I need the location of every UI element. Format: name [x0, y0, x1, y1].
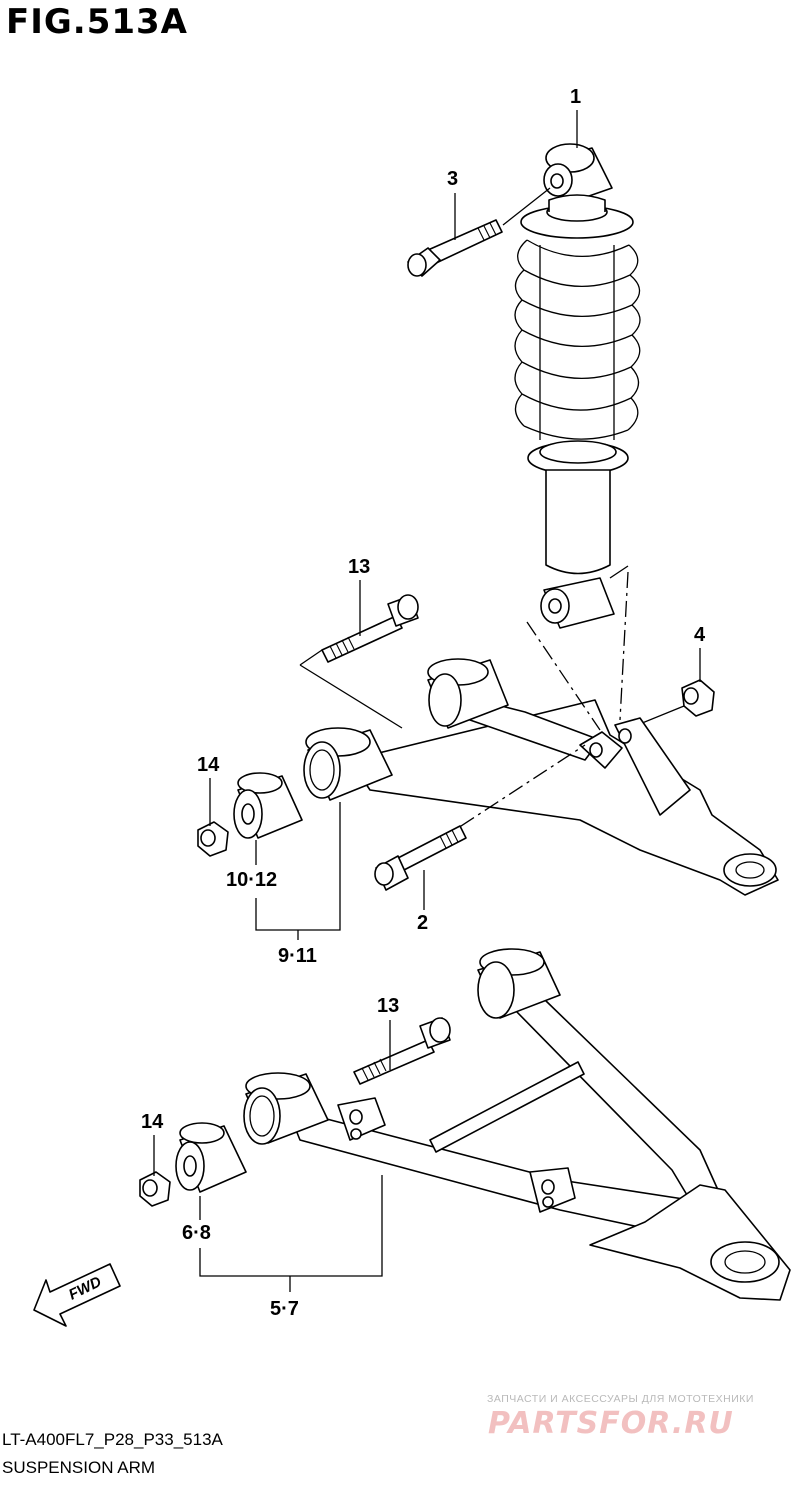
bolt-2[interactable]	[374, 825, 467, 891]
callout-part-14-upper: 14	[197, 754, 220, 776]
bolt-13-lower[interactable]	[353, 1017, 451, 1085]
callout-part-2: 2	[417, 912, 429, 934]
callout-part-1: 1	[570, 86, 582, 108]
callout-part-3: 3	[447, 168, 459, 190]
watermark-brand: PARTSFOR.RU	[488, 1406, 734, 1441]
bolt-13-upper[interactable]	[321, 594, 419, 663]
fwd-direction-arrow	[33, 1263, 121, 1327]
nut-4[interactable]	[681, 679, 715, 717]
leader-lines	[153, 110, 701, 1292]
bushing-10-12[interactable]	[233, 772, 303, 839]
figure-title: FIG.513A	[6, 2, 188, 42]
shock-absorber[interactable]	[514, 143, 641, 629]
callout-part-4: 4	[694, 624, 706, 646]
watermark-tagline: ЗАПЧАСТИ И АКСЕССУАРЫ ДЛЯ МОТОТЕХНИКИ	[487, 1393, 754, 1405]
callout-part-6-8: 6·8	[182, 1222, 211, 1244]
bolt-3[interactable]	[407, 219, 503, 277]
nut-14-upper[interactable]	[197, 821, 229, 857]
figure-code: LT-A400FL7_P28_P33_513A	[2, 1430, 223, 1449]
callout-part-10-12: 10·12	[226, 869, 278, 891]
callout-part-13-upper: 13	[348, 556, 371, 578]
callout-part-14-lower: 14	[141, 1111, 164, 1133]
bushing-6-8[interactable]	[175, 1122, 247, 1193]
callout-part-5-7: 5·7	[270, 1298, 299, 1320]
callout-part-9-11: 9·11	[278, 945, 317, 967]
lower-suspension-arm[interactable]	[243, 948, 791, 1301]
nut-14-lower[interactable]	[139, 1171, 171, 1207]
figure-caption: SUSPENSION ARM	[2, 1458, 156, 1477]
upper-suspension-arm[interactable]	[303, 658, 779, 896]
callout-part-13-lower: 13	[377, 995, 400, 1017]
